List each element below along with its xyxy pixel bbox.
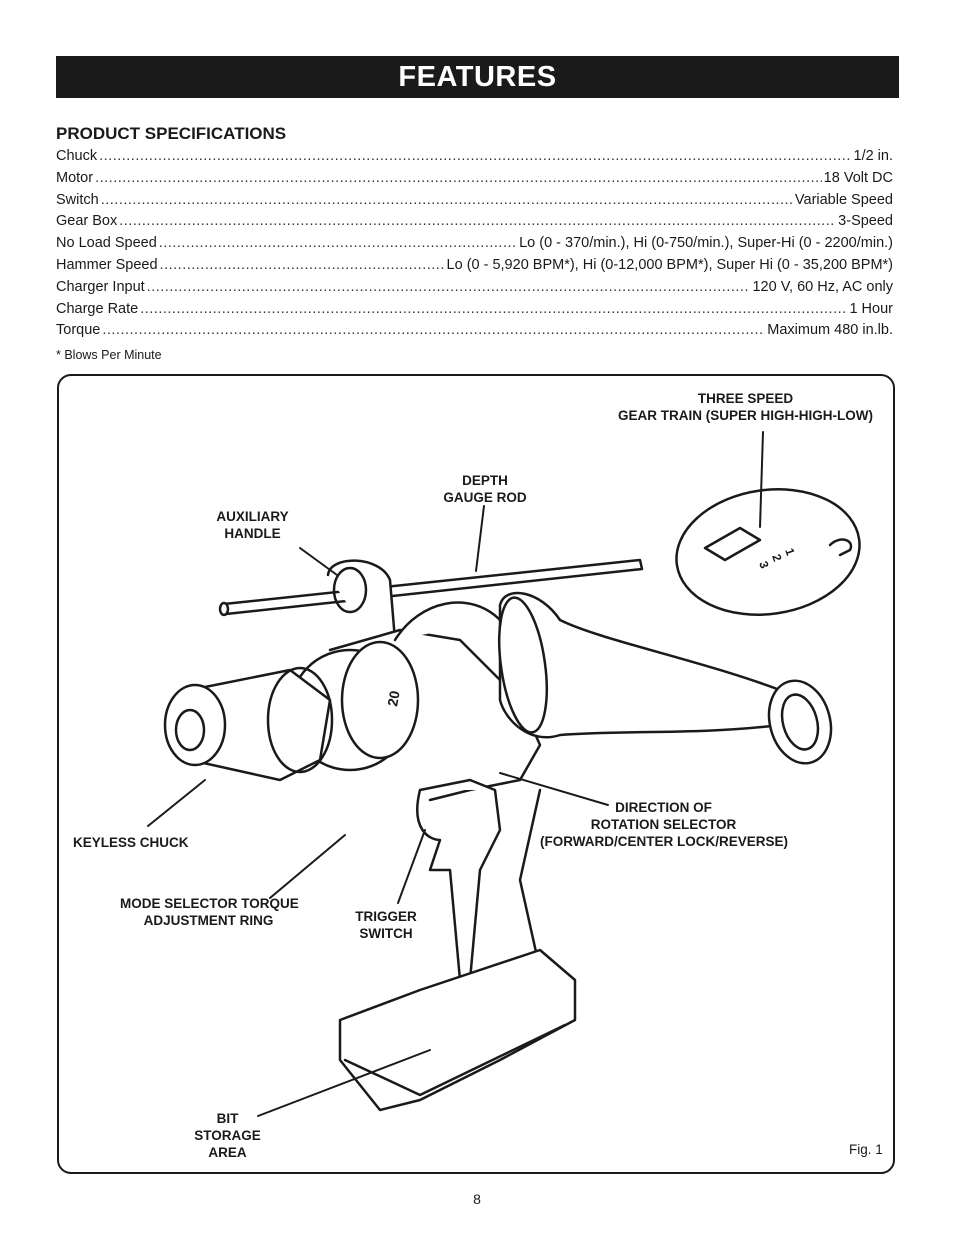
spec-value: Lo (0 - 370/min.), Hi (0-750/min.), Supe… bbox=[519, 235, 893, 252]
figure-frame bbox=[57, 374, 895, 1174]
spec-label: Switch bbox=[56, 191, 99, 208]
specs-heading: PRODUCT SPECIFICATIONS bbox=[56, 124, 287, 143]
spec-row: Motor 18 Volt DC bbox=[56, 170, 893, 192]
ring-number: 20 bbox=[384, 689, 402, 707]
specs-footnote: * Blows Per Minute bbox=[56, 348, 162, 362]
callout-direction-selector: DIRECTION OF ROTATION SELECTOR (FORWARD/… bbox=[540, 800, 789, 849]
page-title: FEATURES bbox=[56, 56, 899, 98]
spec-row: Gear Box 3-Speed bbox=[56, 213, 893, 235]
page-number: 8 bbox=[473, 1191, 481, 1207]
callout-trigger-switch: TRIGGER SWITCH bbox=[355, 909, 417, 941]
spec-row: Hammer Speed Lo (0 - 5,920 BPM*), Hi (0-1… bbox=[56, 257, 893, 279]
spec-value: 120 V, 60 Hz, AC only bbox=[752, 278, 893, 295]
spec-label: No Load Speed bbox=[56, 235, 157, 252]
spec-value: 18 Volt DC bbox=[823, 169, 893, 186]
gear-number-1: 1 bbox=[782, 546, 798, 557]
spec-label: Torque bbox=[56, 322, 101, 339]
spec-label: Charge Rate bbox=[56, 300, 139, 317]
figure-label: Fig. 1 bbox=[849, 1142, 883, 1157]
spec-row: Chuck 1/2 in. bbox=[56, 148, 893, 170]
gear-number-2: 2 bbox=[769, 552, 785, 563]
spec-row: Charger Input 120 V, 60 Hz, AC only bbox=[56, 279, 893, 301]
spec-label: Charger Input bbox=[56, 278, 145, 295]
callout-auxiliary-handle: AUXILIARY HANDLE bbox=[216, 509, 289, 541]
spec-label: Hammer Speed bbox=[56, 256, 158, 273]
spec-value: 3-Speed bbox=[838, 213, 893, 230]
gear-number-3: 3 bbox=[756, 559, 772, 570]
spec-row: Torque Maximum 480 in.lb. bbox=[56, 322, 893, 344]
spec-row: No Load Speed Lo (0 - 370/min.), Hi (0-75… bbox=[56, 235, 893, 257]
spec-value: Maximum 480 in.lb. bbox=[767, 322, 893, 339]
callout-bit-storage: BIT STORAGE AREA bbox=[194, 1111, 261, 1160]
spec-value: 1 Hour bbox=[849, 300, 893, 317]
spec-row: Switch Variable Speed bbox=[56, 192, 893, 214]
callout-keyless-chuck: KEYLESS CHUCK bbox=[73, 835, 189, 850]
spec-value: Variable Speed bbox=[794, 191, 893, 208]
callout-depth-gauge: DEPTH GAUGE ROD bbox=[443, 473, 527, 505]
specs-list: Chuck 1/2 in. Motor 18 Volt DC Switch Variabl… bbox=[56, 148, 893, 344]
callout-three-speed: THREE SPEED GEAR TRAIN (SUPER HIGH-HIGH-… bbox=[618, 391, 873, 423]
spec-value: Lo (0 - 5,920 BPM*), Hi (0-12,000 BPM*),… bbox=[446, 256, 893, 273]
spec-label: Motor bbox=[56, 169, 94, 186]
spec-row: Charge Rate 1 Hour bbox=[56, 301, 893, 323]
spec-label: Gear Box bbox=[56, 213, 118, 230]
spec-value: 1/2 in. bbox=[853, 148, 894, 164]
spec-label: Chuck bbox=[56, 148, 98, 164]
callout-mode-selector: MODE SELECTOR TORQUE ADJUSTMENT RING bbox=[120, 896, 299, 928]
